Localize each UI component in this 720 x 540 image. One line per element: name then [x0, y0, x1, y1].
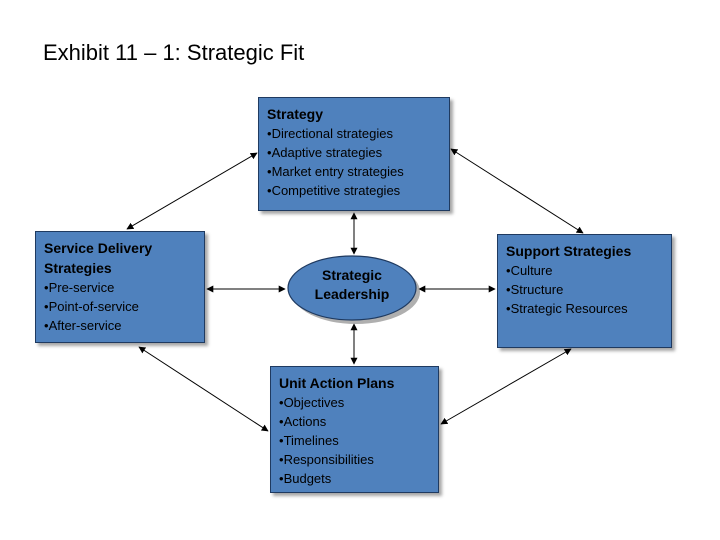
unit-action-plans-box: Unit Action Plans Objectives Actions Tim… — [270, 366, 439, 493]
slide-title: Exhibit 11 – 1: Strategic Fit — [43, 40, 305, 65]
service-delivery-list: Pre-service Point-of-service After-servi… — [44, 278, 196, 335]
list-item: Pre-service — [44, 278, 196, 297]
list-item: Actions — [279, 412, 430, 431]
arrow-service-unit — [138, 346, 269, 432]
center-label: Strategic Leadership — [287, 266, 417, 304]
strategy-list: Directional strategies Adaptive strategi… — [267, 124, 441, 200]
list-item: Strategic Resources — [506, 299, 663, 318]
unit-action-heading: Unit Action Plans — [279, 375, 395, 391]
list-item: Adaptive strategies — [267, 143, 441, 162]
support-strategies-box: Support Strategies Culture Structure Str… — [497, 234, 672, 348]
arrow-strategy-support — [450, 148, 584, 234]
service-delivery-heading-line1: Service Delivery — [44, 240, 153, 256]
list-item: Directional strategies — [267, 124, 441, 143]
service-delivery-box: Service Delivery Strategies Pre-service … — [35, 231, 205, 343]
arrow-support-unit — [440, 348, 572, 425]
list-item: Timelines — [279, 431, 430, 450]
center-label-line2: Leadership — [314, 286, 390, 302]
list-item: After-service — [44, 316, 196, 335]
list-item: Point-of-service — [44, 297, 196, 316]
strategy-box: Strategy Directional strategies Adaptive… — [258, 97, 450, 211]
list-item: Objectives — [279, 393, 430, 412]
center-label-line1: Strategic — [322, 267, 382, 283]
list-item: Culture — [506, 261, 663, 280]
arrow-strategy-service — [126, 152, 258, 230]
support-list: Culture Structure Strategic Resources — [506, 261, 663, 318]
unit-action-list: Objectives Actions Timelines Responsibil… — [279, 393, 430, 488]
list-item: Responsibilities — [279, 450, 430, 469]
service-delivery-heading-line2: Strategies — [44, 260, 112, 276]
list-item: Budgets — [279, 469, 430, 488]
center-ellipse — [287, 255, 417, 321]
list-item: Competitive strategies — [267, 181, 441, 200]
list-item: Market entry strategies — [267, 162, 441, 181]
support-heading: Support Strategies — [506, 243, 632, 259]
strategy-heading: Strategy — [267, 106, 324, 122]
list-item: Structure — [506, 280, 663, 299]
